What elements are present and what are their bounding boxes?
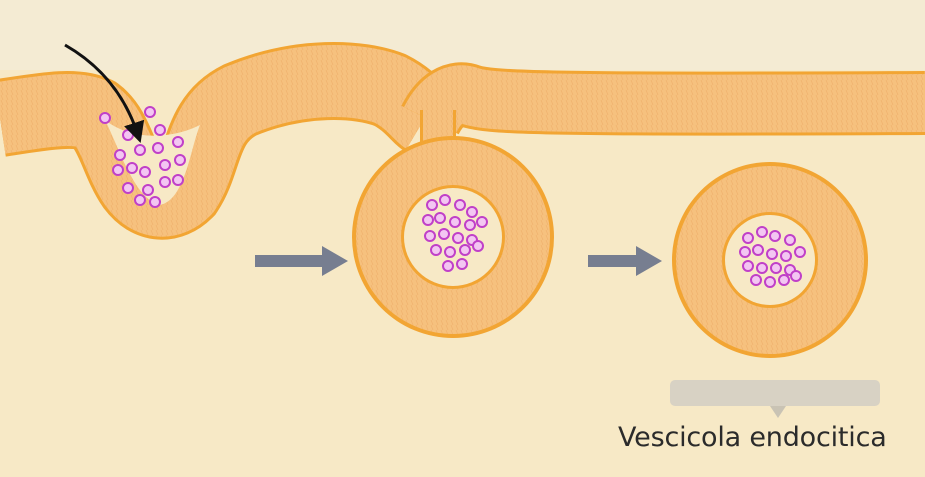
cargo-particle <box>795 247 805 257</box>
cargo-particle <box>143 185 153 195</box>
cargo-particle <box>460 245 470 255</box>
cargo-particle <box>153 143 163 153</box>
vesicle-label: Vescicola endocitica <box>618 422 918 453</box>
cargo-particle <box>743 233 753 243</box>
cargo-particle <box>135 145 145 155</box>
cargo-particle <box>757 227 767 237</box>
cargo-particle <box>753 245 763 255</box>
endocytic-vesicle <box>672 162 868 358</box>
cargo-particle <box>123 130 133 140</box>
cargo-particle <box>770 231 780 241</box>
cargo-particle <box>467 207 477 217</box>
cargo-particle <box>740 247 750 257</box>
cargo-particle <box>445 247 455 257</box>
cargo-particle <box>440 195 450 205</box>
cargo-particle <box>743 261 753 271</box>
cargo-particle <box>443 261 453 271</box>
cargo-particle <box>450 217 460 227</box>
cargo-particle <box>423 215 433 225</box>
cargo-particle <box>160 160 170 170</box>
cargo-particle <box>127 163 137 173</box>
cargo-particle <box>435 213 445 223</box>
cargo-particle <box>757 263 767 273</box>
cargo-particle <box>173 137 183 147</box>
cargo-particle <box>431 245 441 255</box>
cargo-particle <box>465 220 475 230</box>
cargo-particle <box>100 113 110 123</box>
cargo-particle <box>150 197 160 207</box>
cargo-particle <box>140 167 150 177</box>
cargo-particle <box>751 275 761 285</box>
cargo-particle <box>425 231 435 241</box>
cargo-particle <box>453 233 463 243</box>
cargo-particle <box>115 150 125 160</box>
cargo-particle <box>155 125 165 135</box>
cargo-particle <box>160 177 170 187</box>
top-faded-band <box>0 0 925 70</box>
cargo-particle <box>173 175 183 185</box>
cargo-particle <box>113 165 123 175</box>
cargo-particle <box>771 263 781 273</box>
cargo-particle <box>767 249 777 259</box>
membrane-bilayer-right <box>430 94 925 120</box>
cargo-particle <box>455 200 465 210</box>
cargo-particle <box>145 107 155 117</box>
cargo-particle <box>123 183 133 193</box>
cargo-particle <box>781 251 791 261</box>
cargo-particle <box>765 277 775 287</box>
cargo-particle <box>175 155 185 165</box>
cargo-particle <box>785 235 795 245</box>
cargo-particle <box>477 217 487 227</box>
cargo-particle <box>457 259 467 269</box>
cargo-particle <box>135 195 145 205</box>
cargo-particle <box>427 200 437 210</box>
cargo-particle <box>779 275 789 285</box>
cargo-particle <box>791 271 801 281</box>
cargo-particle <box>439 229 449 239</box>
cargo-particle <box>473 241 483 251</box>
